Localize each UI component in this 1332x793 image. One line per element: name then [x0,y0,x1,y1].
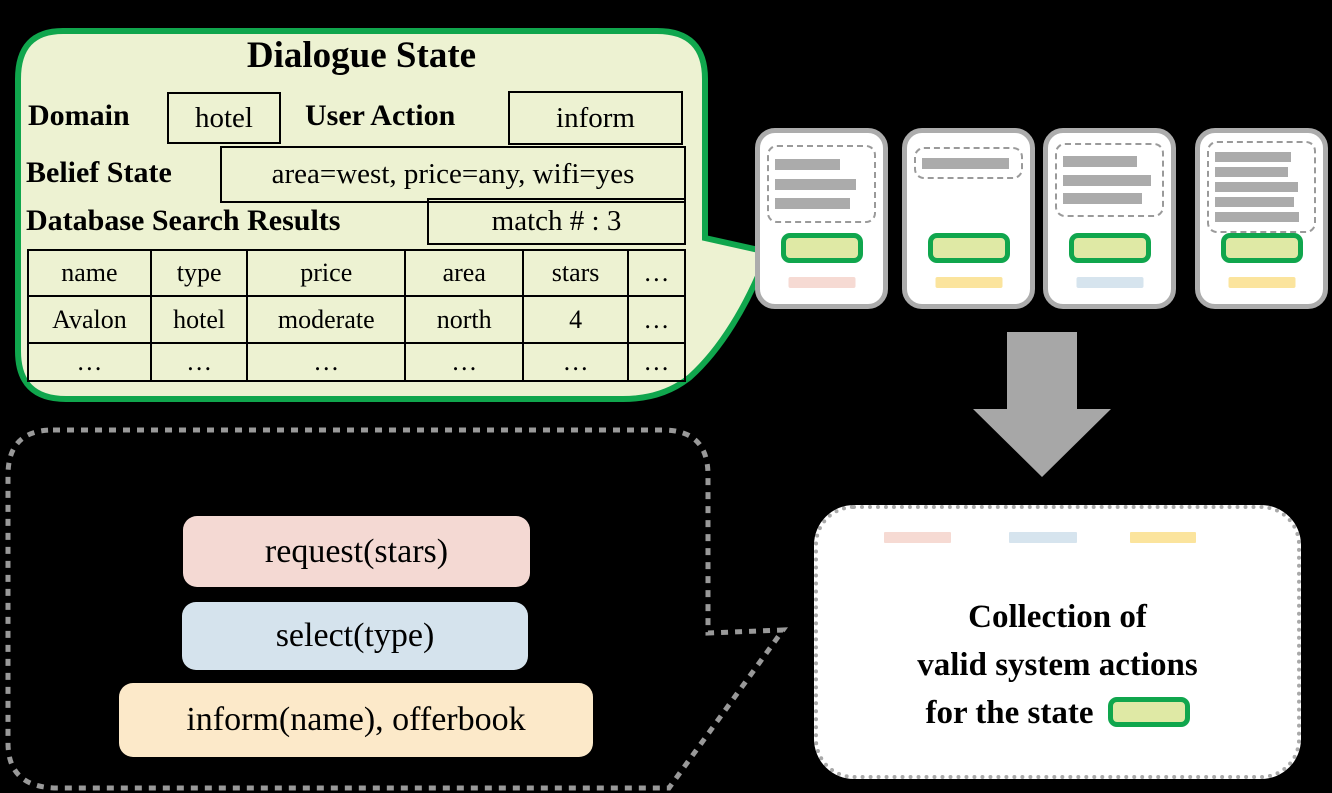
text-line-bar [1215,182,1298,192]
user-action-label: User Action [305,99,456,132]
accent-bar [1009,532,1077,543]
state-card [902,128,1035,309]
text-placeholder-group [914,147,1023,179]
action-pill-select: select(type) [182,602,528,670]
table-cell: … [626,295,687,344]
collection-caption-line2: valid system actions [917,647,1198,683]
action-chip [927,233,1010,263]
action-chip [1068,233,1151,263]
table-cell: Avalon [27,295,152,344]
action-chip [780,233,863,263]
accent-bar [935,277,1002,288]
db-search-results-label: Database Search Results [26,204,341,237]
action-pill-inform: inform(name), offerbook [119,683,593,757]
header-cell: area [404,249,525,297]
state-card [1195,128,1328,309]
accent-bar [1130,532,1196,543]
action-pill-request: request(stars) [183,516,530,587]
table-header-row: name type price area stars … [27,249,687,297]
table-cell: … [27,342,152,382]
header-cell: type [149,249,249,297]
match-count-box: match # : 3 [427,198,686,245]
text-line-bar [922,157,1010,169]
text-line-bar [775,178,856,190]
accent-bar [1076,277,1143,288]
db-results-table: name type price area stars … Avalon hote… [27,249,687,382]
state-card [755,128,888,309]
text-placeholder-group [1207,141,1316,233]
table-row: Avalon hotel moderate north 4 … [27,295,687,344]
text-line-bar [1215,152,1292,162]
action-chip [1220,233,1303,263]
table-cell: … [404,342,525,382]
text-line-bar [1215,212,1299,222]
table-cell: … [626,342,687,382]
dialogue-state-title: Dialogue State [246,35,477,76]
table-cell: hotel [149,295,249,344]
text-line-bar [1215,197,1295,207]
domain-value-box: hotel [167,92,281,144]
collection-box: Collection of valid system actions for t… [814,505,1301,779]
text-placeholder-group [1055,143,1164,217]
table-cell: … [149,342,249,382]
valid-actions-bubble-outline [5,427,789,791]
header-cell: price [246,249,407,297]
table-cell: moderate [246,295,407,344]
collection-caption: Collection of valid system actions for t… [818,593,1297,737]
collection-caption-line3: for the state [818,689,1297,737]
text-line-bar [775,197,851,209]
table-row: … … … … … … [27,342,687,382]
text-line-bar [1063,174,1152,186]
text-line-bar [1063,192,1143,204]
domain-label: Domain [28,99,130,132]
text-line-bar [1063,156,1138,168]
header-cell: … [626,249,687,297]
accent-bar [788,277,855,288]
header-cell: stars [522,249,629,297]
belief-state-label: Belief State [26,156,172,189]
table-cell: north [404,295,525,344]
text-placeholder-group [767,145,876,223]
belief-state-value-box: area=west, price=any, wifi=yes [220,146,686,203]
text-line-bar [775,159,841,171]
table-cell: … [246,342,407,382]
user-action-value-box: inform [508,91,683,145]
table-cell: 4 [522,295,629,344]
accent-bar [1228,277,1295,288]
collection-caption-line1: Collection of [968,599,1147,635]
text-line-bar [1215,167,1288,177]
table-cell: … [522,342,629,382]
action-chip [1107,697,1190,727]
accent-bar [884,532,951,543]
header-cell: name [27,249,152,297]
state-card [1043,128,1176,309]
collection-caption-line3-text: for the state [925,695,1094,731]
down-arrow-icon [973,332,1111,477]
